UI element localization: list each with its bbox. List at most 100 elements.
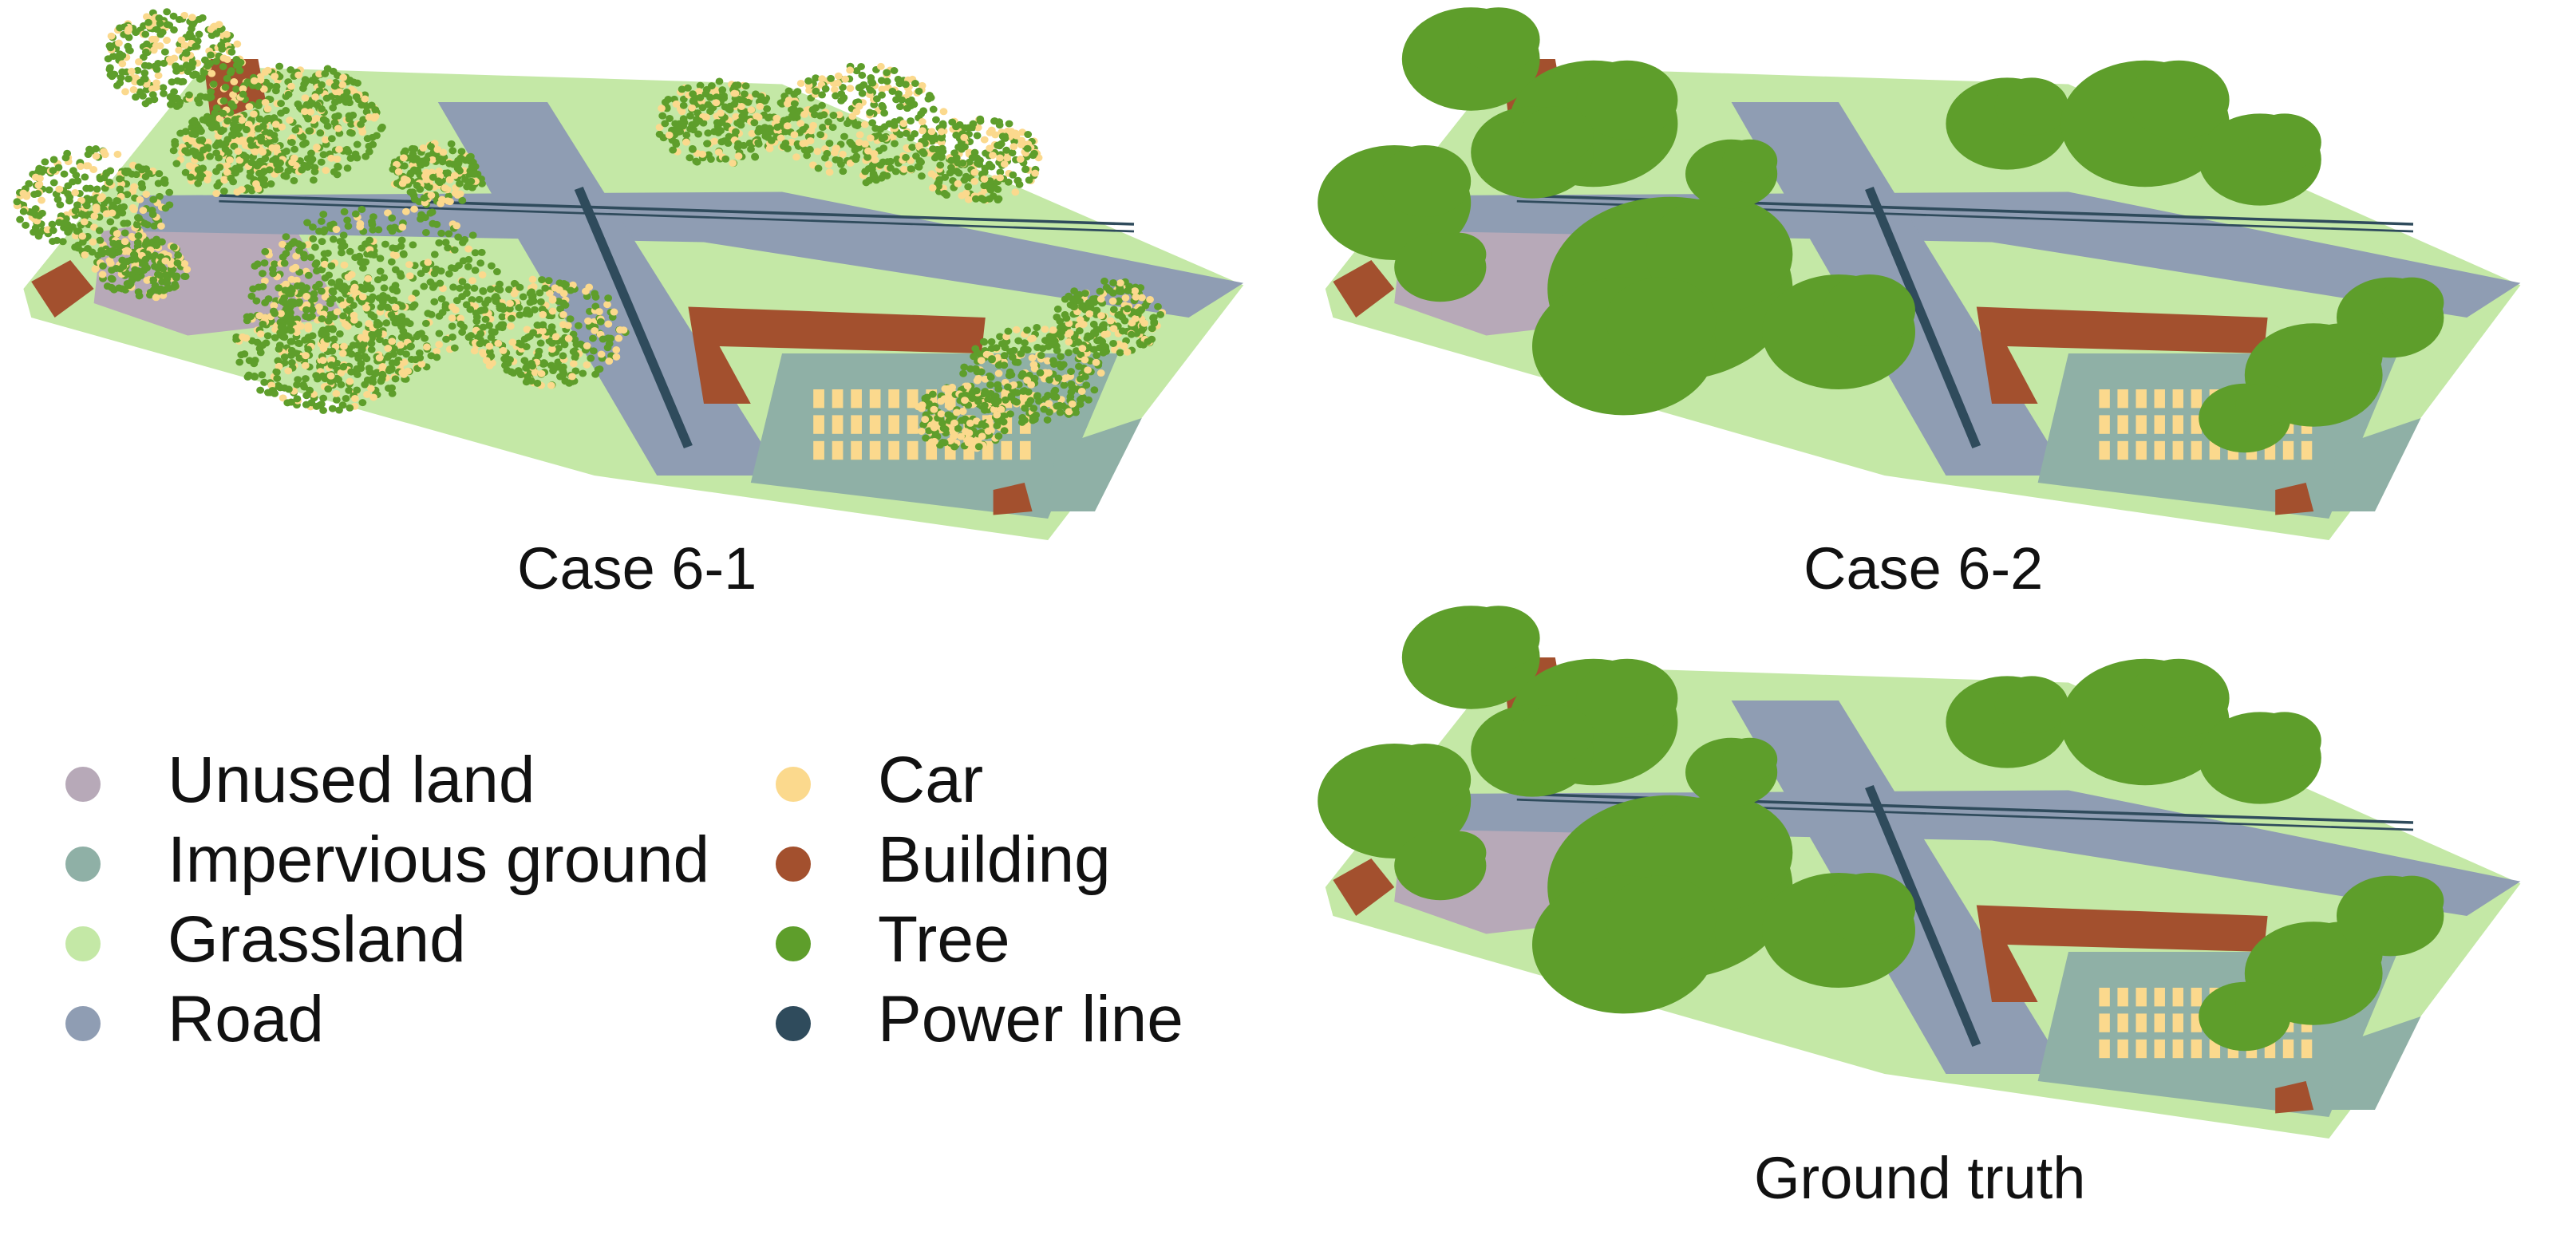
tree-point <box>560 341 569 349</box>
tree-point <box>129 85 138 93</box>
tree-point <box>366 385 375 393</box>
tree-point <box>859 81 868 89</box>
tree-point <box>89 165 98 173</box>
tree-point <box>783 122 792 130</box>
tree-point <box>836 156 844 164</box>
power-line-diagonal <box>1865 187 1981 448</box>
tree-point <box>1097 312 1105 320</box>
tree-point <box>168 78 176 86</box>
tree-point <box>1121 294 1130 302</box>
tree-point <box>479 323 488 331</box>
tree-point <box>471 266 480 274</box>
tree-point <box>321 69 330 77</box>
tree-point <box>188 130 196 138</box>
tree-point <box>737 102 746 110</box>
tree-point <box>994 432 1003 440</box>
tree-point <box>354 79 362 87</box>
tree-point <box>996 168 1005 176</box>
tree-point <box>788 138 796 146</box>
tree-point <box>287 139 296 147</box>
tree-point <box>485 348 494 356</box>
tree-point <box>537 369 546 377</box>
tree-point <box>704 129 713 137</box>
tree-point <box>559 310 567 318</box>
tree-point <box>197 128 205 136</box>
tree-point <box>506 299 515 307</box>
tree-point <box>397 302 406 310</box>
legend-swatch-power-line <box>776 1006 811 1041</box>
tree-point <box>355 252 364 260</box>
tree-point <box>239 151 248 159</box>
tree-point <box>1065 329 1074 337</box>
tree-point <box>115 284 124 292</box>
car <box>2099 415 2110 434</box>
car <box>2135 415 2147 434</box>
tree-point <box>725 106 734 114</box>
tree-point <box>481 299 489 307</box>
tree-point <box>1053 305 1062 313</box>
tree-point <box>1081 290 1089 298</box>
tree-point <box>319 228 328 236</box>
tree-point <box>179 77 188 85</box>
tree-point <box>38 196 45 204</box>
tree-point <box>911 80 919 88</box>
tree-point <box>839 168 847 176</box>
tree-point <box>583 361 591 369</box>
tree-point <box>78 232 87 240</box>
tree-point <box>984 396 992 404</box>
tree-point <box>1068 400 1077 408</box>
tree-point <box>445 176 454 184</box>
tree-point <box>870 150 879 158</box>
tree-point <box>251 180 260 187</box>
tree-point <box>997 405 1006 413</box>
tree-point <box>105 41 114 49</box>
tree-point <box>120 219 128 227</box>
tree-point <box>359 264 367 272</box>
car <box>813 415 824 434</box>
tree-point <box>538 276 546 284</box>
tree-point <box>259 270 267 278</box>
tree-point <box>190 116 199 124</box>
tree-point <box>1011 188 1020 196</box>
tree-point <box>761 124 769 132</box>
tree-point <box>751 152 759 160</box>
tree-point <box>154 72 163 80</box>
tree-point <box>993 422 1002 430</box>
tree-point <box>812 104 820 112</box>
tree-point <box>390 223 399 231</box>
tree-point <box>123 191 132 199</box>
tree-point <box>1055 361 1064 369</box>
tree-point <box>919 148 927 156</box>
tree-point <box>858 71 867 79</box>
tree-point <box>74 241 82 249</box>
car <box>2154 988 2165 1007</box>
tree-point <box>223 30 231 38</box>
tree-point <box>165 55 174 63</box>
tree-point <box>358 205 366 213</box>
tree-point <box>256 330 265 338</box>
tree-point <box>324 317 333 325</box>
tree-point <box>387 311 396 319</box>
tree-point <box>232 85 240 93</box>
car <box>2172 389 2183 408</box>
tree-point <box>591 326 599 334</box>
tree-point <box>896 103 904 111</box>
tree-point <box>435 330 444 337</box>
tree-point <box>298 166 306 174</box>
tree-point <box>306 108 315 116</box>
tree-point <box>1077 303 1086 311</box>
tree-point <box>380 284 389 292</box>
tree-point <box>730 100 739 108</box>
tree-point <box>986 381 994 389</box>
tree-point <box>1096 295 1105 303</box>
tree-point <box>907 165 915 173</box>
tree-point <box>381 338 390 346</box>
tree-point <box>747 106 756 114</box>
tree-point <box>49 156 58 164</box>
car <box>869 440 881 460</box>
legend-label-road: Road <box>168 983 325 1056</box>
tree-point <box>1021 416 1029 424</box>
tree-point <box>219 97 228 105</box>
car <box>888 389 899 408</box>
tree-point <box>678 85 686 93</box>
